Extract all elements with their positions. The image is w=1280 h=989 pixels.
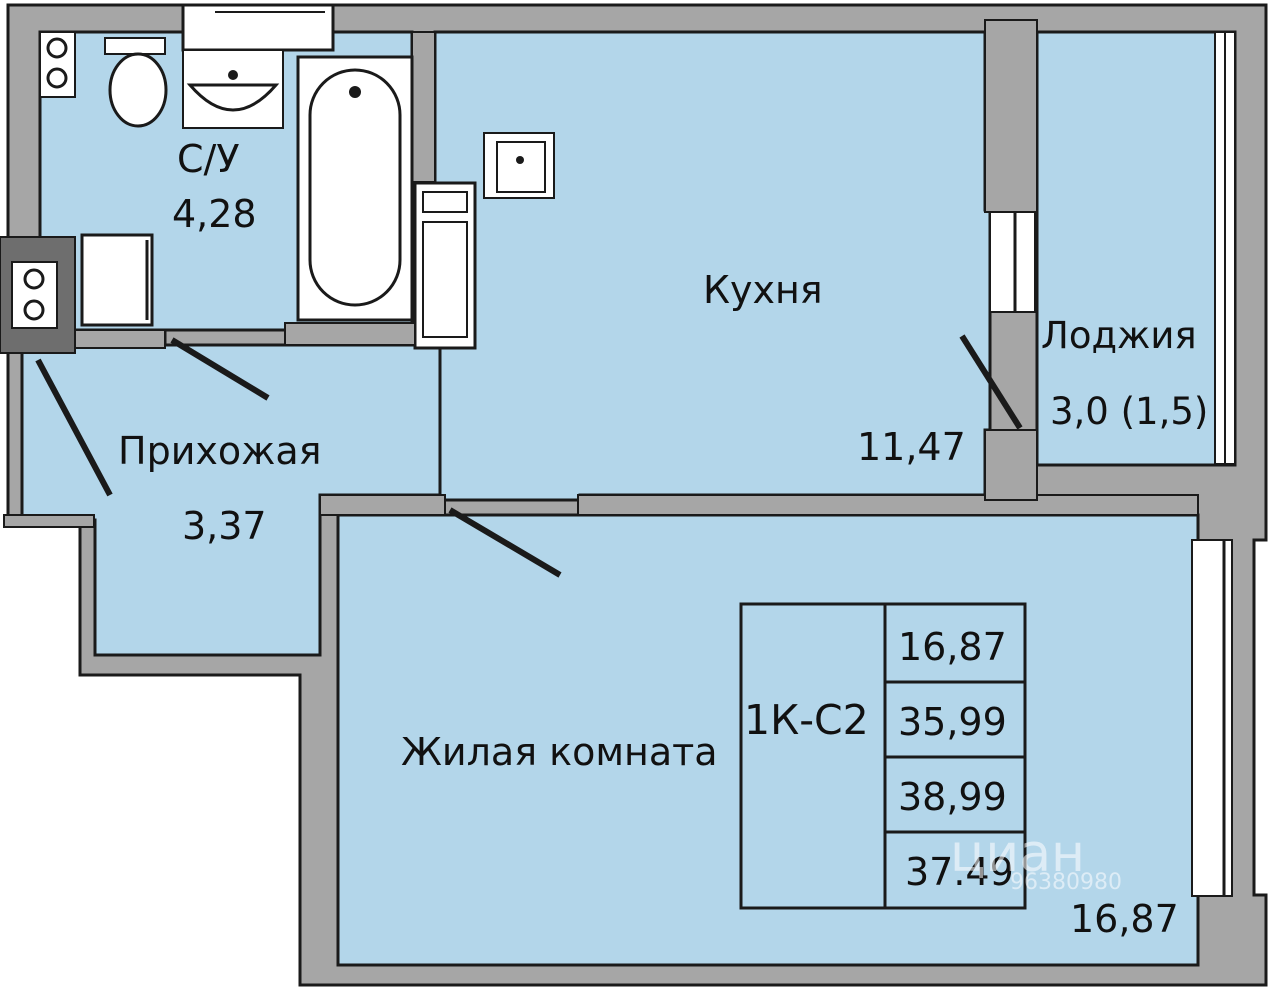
partition-wall [984, 429, 1038, 501]
toilet-icon [104, 37, 168, 128]
info-value: 38,99 [898, 775, 1007, 819]
partition-wall [319, 494, 446, 516]
living-room-name: Жилая комната [401, 730, 718, 774]
info-value: 35,99 [898, 700, 1007, 744]
door-leaf [448, 507, 562, 578]
bathtub-icon [296, 55, 414, 322]
bathroom-bottom-wall [284, 322, 416, 346]
window [181, 3, 335, 52]
kitchen-name: Кухня [703, 268, 823, 312]
loggia-area: 3,0 (1,5) [1050, 390, 1209, 433]
watermark-phone: 96380980 [1010, 870, 1122, 895]
window [1214, 31, 1236, 465]
bathroom-name: С/У [177, 137, 240, 181]
kitchen-area: 11,47 [857, 425, 966, 469]
info-value: 37.49 [905, 850, 1014, 894]
bathroom-area: 4,28 [172, 192, 257, 236]
watermark-brand: циан [950, 824, 1086, 884]
door-leaf [959, 334, 1023, 430]
loggia-name: Лоджия [1041, 314, 1197, 357]
bathroom-bottom-wall [74, 329, 166, 349]
window [1191, 539, 1233, 897]
sink-icon [182, 49, 284, 129]
info-value: 16,87 [898, 625, 1007, 669]
apartment-type: 1К-С2 [744, 696, 869, 744]
door-leaf [35, 358, 113, 497]
kitchen-sink-icon [483, 132, 555, 199]
fridge-icon [413, 181, 477, 350]
partition-wall [577, 494, 1199, 516]
hallway-name: Прихожая [118, 429, 322, 473]
info-box [739, 602, 1027, 910]
living-room-area: 16,87 [1070, 897, 1179, 941]
stove-icon [39, 31, 76, 98]
window [989, 211, 1036, 313]
partition-wall [411, 31, 436, 183]
partition-wall [984, 19, 1038, 213]
washing-machine-icon [80, 233, 154, 327]
hallway-left-wall-stub [3, 514, 95, 528]
door-leaf [170, 337, 270, 401]
boiler-icon [0, 236, 76, 354]
hallway-area: 3,37 [182, 504, 267, 548]
